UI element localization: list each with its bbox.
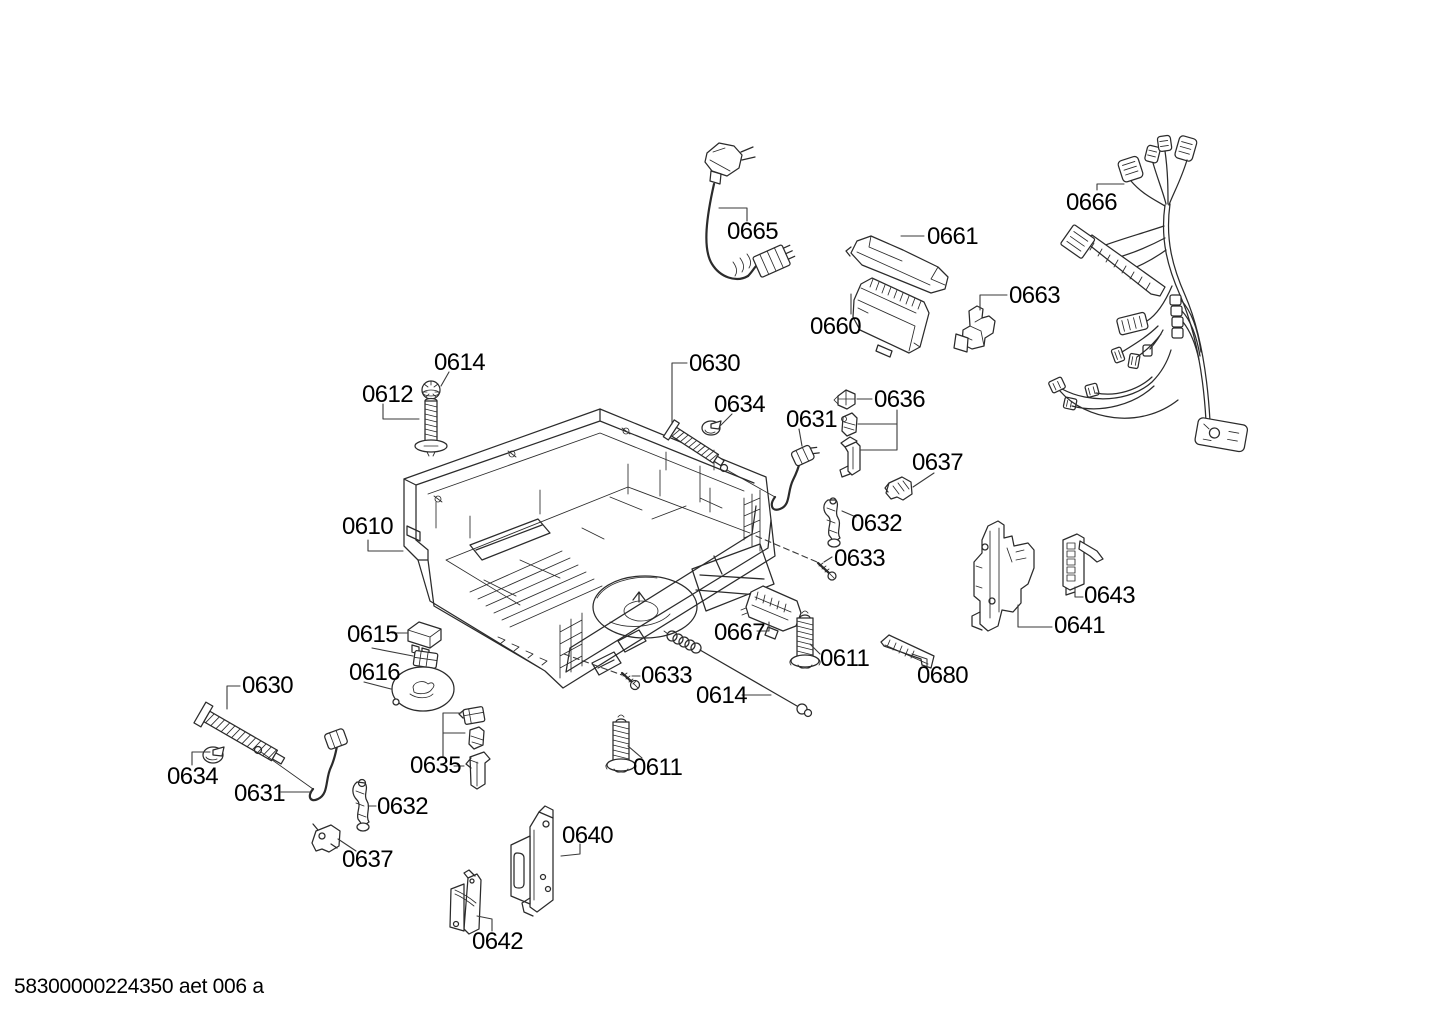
callout-0680: 0680 xyxy=(917,662,968,689)
callout-0636: 0636 xyxy=(874,386,925,413)
part-0632-hinge-top xyxy=(823,497,841,548)
callout-0611-bottom: 0611 xyxy=(633,754,682,781)
callout-0610: 0610 xyxy=(342,513,393,540)
callout-0665: 0665 xyxy=(727,218,778,245)
part-0641-bracket xyxy=(971,520,1035,632)
part-0634-clip-bottom xyxy=(202,746,225,764)
part-0663-bracket xyxy=(953,305,996,353)
callout-0633-top: 0633 xyxy=(834,545,885,572)
callout-0634-bottom: 0634 xyxy=(167,763,218,790)
callout-0637-top: 0637 xyxy=(912,449,963,476)
part-0634-clip-top xyxy=(701,420,722,436)
callout-labels: 0666 0665 0661 0663 0660 0614 0612 0630 … xyxy=(167,189,1136,955)
part-0612-screw xyxy=(414,397,448,457)
callout-0633-bottom: 0633 xyxy=(641,662,692,689)
part-0636-clips xyxy=(833,389,861,478)
callout-0640: 0640 xyxy=(562,822,613,849)
callout-0616: 0616 xyxy=(349,659,400,686)
part-0643-connector xyxy=(1062,533,1104,596)
part-0633-screw-top xyxy=(755,535,837,581)
callout-0634-top: 0634 xyxy=(714,391,765,418)
part-0615-switch xyxy=(407,621,442,669)
callout-0660: 0660 xyxy=(810,313,861,340)
part-0637-clip-bottom xyxy=(311,823,341,853)
part-0642-bracket xyxy=(449,869,482,935)
part-0632-hinge-bottom xyxy=(352,778,370,832)
callout-0631-top: 0631 xyxy=(786,406,837,433)
callout-0666: 0666 xyxy=(1066,189,1117,216)
callout-0641: 0641 xyxy=(1054,612,1105,639)
rim-screws xyxy=(433,427,631,503)
callout-0611-right: 0611 xyxy=(820,645,869,672)
callout-0632-top: 0632 xyxy=(851,510,902,537)
part-0611-foot-bottom xyxy=(605,714,637,773)
part-0667-latch xyxy=(740,585,802,640)
callout-0635: 0635 xyxy=(410,752,461,779)
part-0661-cover xyxy=(845,235,949,294)
part-0630-threaded-rod-top xyxy=(662,419,725,467)
callout-0637-bottom: 0637 xyxy=(342,846,393,873)
callout-0663: 0663 xyxy=(1009,282,1060,309)
part-0631-sensor-cable-top xyxy=(719,444,820,511)
callout-0632-bottom: 0632 xyxy=(377,793,428,820)
callout-0612: 0612 xyxy=(362,381,413,408)
part-0666-cable-harness xyxy=(1048,134,1249,453)
part-0633-screw-bottom xyxy=(563,653,641,691)
part-0630-threaded-rod-bottom xyxy=(193,701,286,765)
leader-lines xyxy=(191,183,1125,932)
callout-0661: 0661 xyxy=(927,223,978,250)
part-0631-sensor-cable-bottom xyxy=(253,728,348,802)
callout-0642: 0642 xyxy=(472,928,523,955)
part-0610-base xyxy=(403,408,776,689)
part-0665-power-cord xyxy=(704,142,796,281)
part-0614-rod xyxy=(663,630,813,718)
part-0616-disc xyxy=(391,666,455,712)
callout-0614-bottom: 0614 xyxy=(696,682,747,709)
part-0614-nut xyxy=(421,380,441,400)
part-0660-control-module xyxy=(852,277,930,358)
part-0637-clip-top xyxy=(884,476,913,501)
callout-0667: 0667 xyxy=(714,619,765,646)
callout-0615: 0615 xyxy=(347,621,398,648)
callout-0614-top: 0614 xyxy=(434,349,485,376)
drawing-number: 58300000224350 aet 006 a xyxy=(14,975,264,998)
callout-0643: 0643 xyxy=(1084,582,1135,609)
callout-0631-bottom: 0631 xyxy=(234,780,285,807)
part-0640-bracket xyxy=(510,805,554,917)
callout-0630-top: 0630 xyxy=(689,350,740,377)
callout-0630-bottom: 0630 xyxy=(242,672,293,699)
part-0635-clips xyxy=(458,706,491,790)
